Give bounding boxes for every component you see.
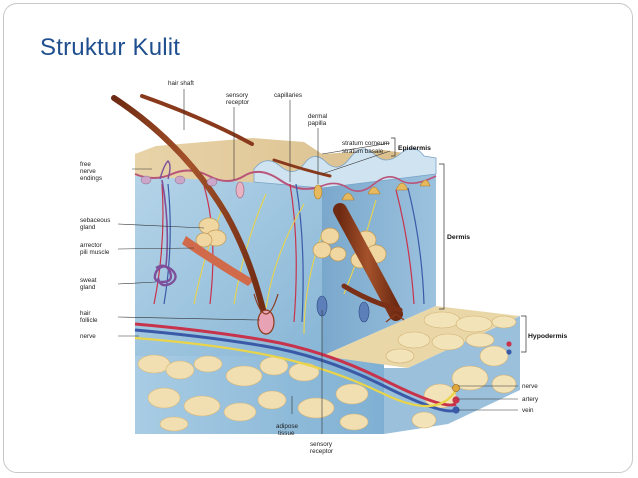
- epidermis-wavy-band: [253, 148, 437, 189]
- side-basale-edge: [321, 175, 437, 192]
- label-stratum-basale: stratum basale: [342, 148, 384, 155]
- hair-shaft-top: [140, 94, 332, 178]
- hair-brown-right: [341, 283, 403, 313]
- label-hair-shaft: hair shaft: [168, 80, 194, 87]
- sebaceous-gland: [195, 217, 227, 248]
- vein-vessel: [134, 328, 457, 413]
- label-sensory-receptor-bottom-2: receptor: [310, 448, 333, 455]
- slide-title: Struktur Kulit: [40, 34, 181, 61]
- label-sweat-gland-1: sweat: [80, 277, 97, 284]
- pacinian-corpuscle-2: [358, 301, 370, 323]
- label-sebaceous-gland-2: gland: [80, 224, 96, 231]
- epidermis-bracket: [391, 137, 396, 157]
- label-hypodermis: Hypodermis: [528, 333, 568, 340]
- hair-right-follicle: [333, 203, 405, 323]
- label-free-nerve-endings-3: endings: [80, 175, 102, 182]
- label-artery: artery: [522, 396, 539, 403]
- free-nerve-endings: [140, 175, 218, 187]
- label-epidermis: Epidermis: [398, 145, 431, 152]
- label-sensory-receptor-top-2: receptor: [226, 99, 249, 106]
- label-sweat-gland-2: gland: [80, 284, 96, 291]
- label-free-nerve-endings-1: free: [80, 161, 91, 168]
- arrector-pili-muscle: [182, 236, 254, 286]
- dermis-front-face: [135, 172, 322, 356]
- artery-cross-section: [452, 396, 460, 404]
- label-adipose-tissue-1: adipose: [276, 423, 299, 430]
- label-dermis: Dermis: [447, 234, 470, 241]
- dermis-bracket: [439, 163, 445, 310]
- label-sensory-receptor-top-1: sensory: [226, 92, 249, 99]
- label-nerve-left: nerve: [80, 333, 96, 340]
- label-nerve-right: nerve: [522, 383, 538, 390]
- label-hair-follicle-2: follicle: [80, 317, 98, 324]
- sweat-gland-2: [159, 160, 171, 180]
- hypodermis-slab-fat: [385, 311, 517, 429]
- vein-end-right: [506, 349, 512, 355]
- dermal-papilla-marker: [313, 184, 323, 200]
- label-dermal-papilla-2: papilla: [308, 120, 327, 127]
- label-dermal-papilla-1: dermal: [308, 113, 327, 120]
- vein-cross-section: [452, 406, 460, 414]
- label-capillaries: capillaries: [274, 92, 302, 99]
- artery-vessel: [134, 322, 457, 407]
- label-hair-follicle-1: hair: [80, 310, 91, 317]
- label-vein: vein: [522, 407, 534, 414]
- dermal-papillae: [341, 179, 431, 201]
- nerve-cross-section: [452, 384, 460, 392]
- skin-structure-diagram: hair shaft sensory receptor capillaries …: [80, 80, 568, 455]
- skin-block: [111, 94, 520, 434]
- sweat-gland: [153, 179, 177, 287]
- slide: Struktur Kulit: [3, 3, 633, 473]
- adipose-fat-lobules: [137, 354, 369, 432]
- labels: hair shaft sensory receptor capillaries …: [80, 80, 568, 455]
- label-adipose-tissue-2: tissue: [278, 430, 295, 437]
- nerve-trunk: [134, 336, 457, 408]
- label-free-nerve-endings-2: nerve: [80, 168, 96, 175]
- hypodermis-bracket: [521, 315, 527, 353]
- meissner-corpuscle: [235, 181, 245, 199]
- label-arrector-pili-2: pili muscle: [80, 249, 110, 256]
- label-stratum-corneum: stratum corneum: [342, 140, 389, 147]
- capillary-network: [153, 183, 425, 323]
- label-sensory-receptor-bottom-1: sensory: [310, 441, 333, 448]
- artery-end-right: [506, 341, 512, 347]
- layer-brackets: [391, 137, 527, 353]
- leader-lines: [117, 89, 518, 434]
- label-arrector-pili-1: arrector: [80, 242, 102, 249]
- label-sebaceous-gland-1: sebaceous: [80, 217, 110, 224]
- hair-main: [111, 95, 279, 335]
